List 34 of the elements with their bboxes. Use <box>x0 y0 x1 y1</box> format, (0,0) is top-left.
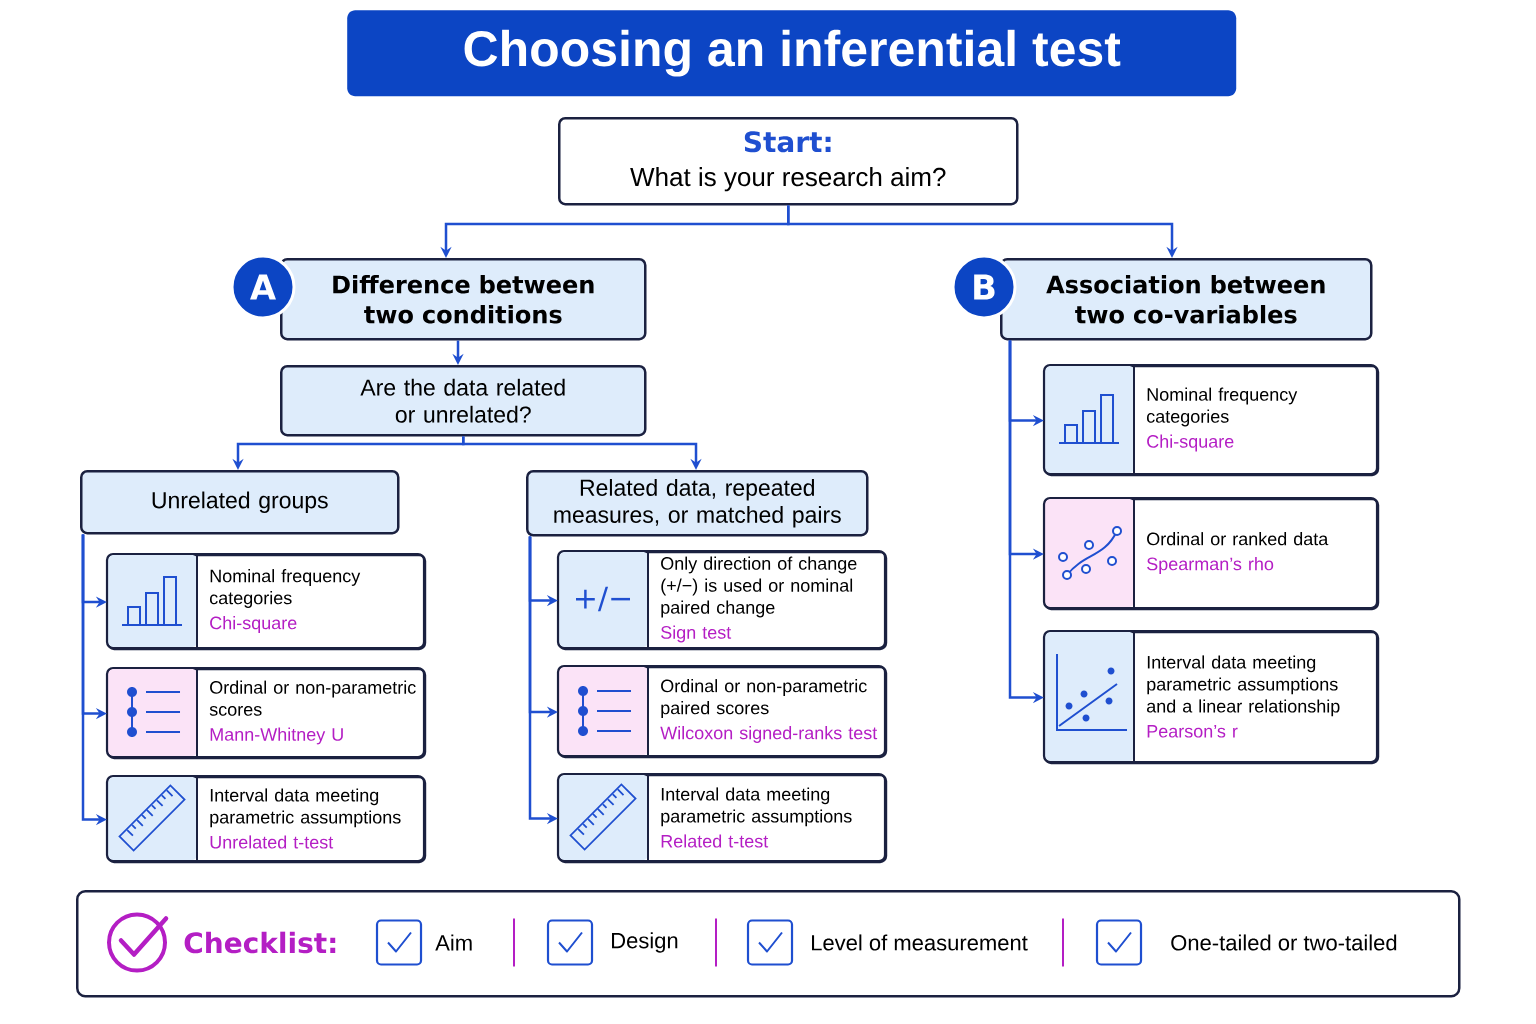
card-text: Ordinal or non-parametric scores Mann-Whitney U <box>209 680 416 745</box>
card-text: Interval data meeting parametric assumptions Unrelated t-test <box>210 788 401 849</box>
test-card <box>1042 496 1380 611</box>
letter-badge: A <box>230 254 296 320</box>
test-card <box>105 774 427 864</box>
category-box: Difference between two conditions <box>280 258 647 341</box>
checklist-item: Level of measurement <box>812 934 1028 951</box>
test-card <box>105 666 427 760</box>
test-card <box>1042 363 1380 477</box>
test-card <box>105 552 427 651</box>
checklist-bar <box>76 890 1461 998</box>
card-text: Ordinal or non-parametric paired scores Wilcoxon signed-ranks test <box>660 679 878 743</box>
card-text: Nominal frequency categories Chi-square <box>210 569 361 633</box>
question-box: Unrelated groups <box>80 470 400 535</box>
card-text: Ordinal or ranked data Spearman’s rho <box>1147 532 1329 574</box>
letter-badge: B <box>951 254 1017 320</box>
checklist-heading: Checklist: <box>184 931 336 954</box>
checklist-item: Aim <box>435 934 472 951</box>
category-box: Association between two co-variables <box>1000 258 1373 341</box>
test-card <box>556 549 888 651</box>
checklist-item: Design <box>612 932 678 953</box>
question-box: Related data, repeated measures, or matched pairs <box>526 470 869 537</box>
question-box: Are the data related or unrelated? <box>280 365 647 437</box>
card-text: Nominal frequency categories Chi-square <box>1147 387 1298 452</box>
test-card <box>556 772 888 864</box>
card-text: Interval data meeting parametric assumptions Related t-test <box>661 787 852 848</box>
card-text: Only direction of change (+/−) is used or nominal paired change Sign test <box>661 556 857 643</box>
test-card <box>556 664 888 759</box>
plus-minus-symbol: +/− <box>576 586 631 612</box>
start-box: Start: What is your research aim? <box>558 117 1019 206</box>
card-text: Interval data meeting parametric assumptions and a linear relationship Pearson’s r <box>1147 655 1340 738</box>
checklist-item: One-tailed or two-tailed <box>1171 934 1397 951</box>
test-card <box>1042 629 1380 765</box>
title-banner: Choosing an inferential test <box>347 10 1237 97</box>
